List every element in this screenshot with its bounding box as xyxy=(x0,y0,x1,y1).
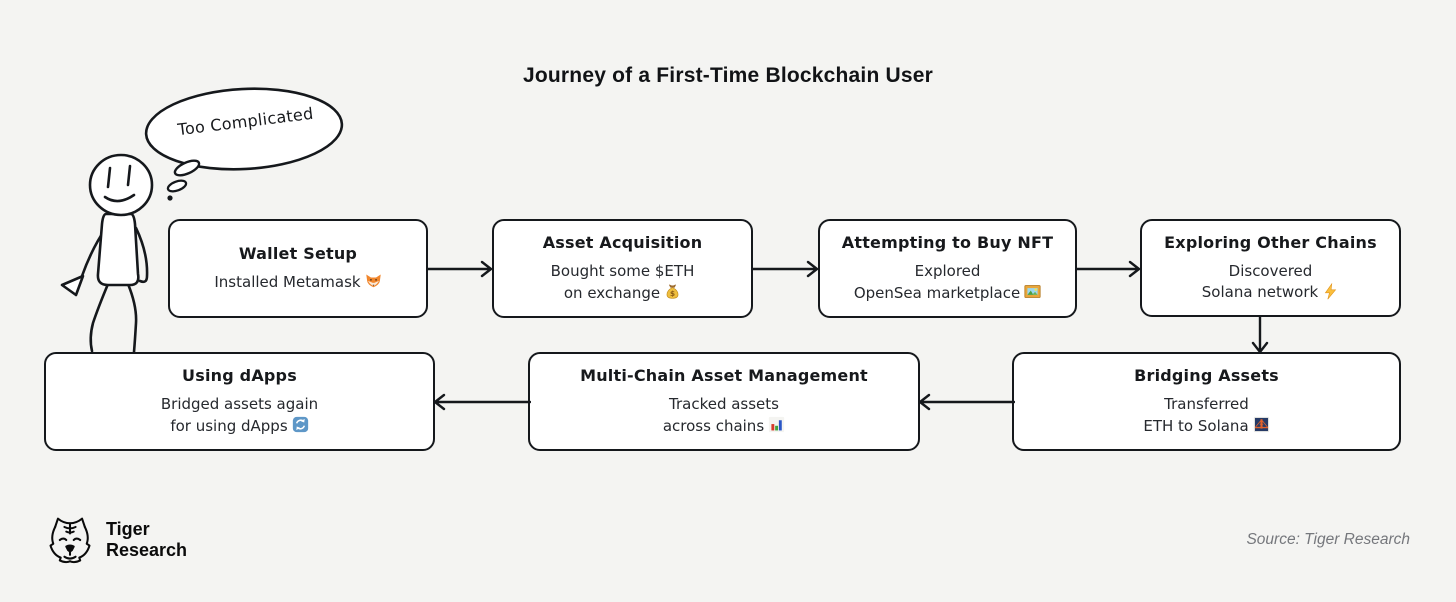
arrow-bridging-to-multichain xyxy=(918,393,1015,411)
flow-box-title: Asset Acquisition xyxy=(542,233,703,252)
flow-box-title: Wallet Setup xyxy=(238,243,358,263)
flow-box-body: Transferred ETH to Solana xyxy=(1143,394,1269,437)
tiger-research-logo: Tiger Research xyxy=(44,514,187,566)
money-bag-icon: $ xyxy=(664,283,681,300)
flow-box-exploring-other-chains: Exploring Other Chains Discovered Solana… xyxy=(1140,219,1401,317)
thought-bubble xyxy=(144,87,344,201)
flow-box-body: Bridged assets again for using dApps xyxy=(160,395,319,435)
counterclockwise-arrows-icon xyxy=(292,416,309,433)
flow-box-title: Bridging Assets xyxy=(1134,366,1279,385)
flow-box-asset-acquisition: Asset Acquisition Bought some $ETH on ex… xyxy=(492,219,753,318)
logo-line1: Tiger xyxy=(106,519,150,539)
logo-line2: Research xyxy=(106,540,188,560)
arrow-wallet-to-asset xyxy=(428,260,493,278)
flow-box-bridging-assets: Bridging Assets Transferred ETH to Solan… xyxy=(1012,352,1401,451)
arrow-nft-to-chains xyxy=(1077,260,1141,278)
source-note: Source: Tiger Research xyxy=(1246,531,1410,548)
flow-box-body: Bought some $ETH on exchange$ xyxy=(550,262,695,302)
flow-box-multi-chain-asset-management: Multi-Chain Asset Management Tracked ass… xyxy=(528,352,920,451)
flow-box-title: Exploring Other Chains xyxy=(1164,232,1377,252)
bar-chart-icon xyxy=(768,416,785,433)
framed-picture-icon xyxy=(1024,283,1041,300)
page-title: Journey of a First-Time Blockchain User xyxy=(522,64,934,87)
flow-box-title: Multi-Chain Asset Management xyxy=(580,366,868,385)
arrow-multichain-to-dapps xyxy=(433,393,531,411)
flow-box-body: Installed Metamask xyxy=(214,272,381,294)
arrow-asset-to-nft xyxy=(753,260,819,278)
stick-figure xyxy=(60,153,154,354)
flow-box-body: Discovered Solana network xyxy=(1202,261,1339,304)
lightning-icon xyxy=(1322,282,1339,300)
fox-icon xyxy=(365,272,382,289)
flow-box-using-dapps: Using dApps Bridged assets again for usi… xyxy=(44,352,435,451)
flow-box-title: Attempting to Buy NFT xyxy=(841,233,1054,252)
flow-box-wallet-setup: Wallet Setup Installed Metamask xyxy=(168,219,428,318)
arrow-chains-down-to-bridging xyxy=(1251,317,1269,354)
tiger-logo-icon xyxy=(49,517,91,564)
flow-box-title: Using dApps xyxy=(182,366,297,385)
flow-box-body: Tracked assets across chains xyxy=(663,394,785,437)
svg-text:$: $ xyxy=(670,289,675,298)
flow-box-attempting-to-buy-nft: Attempting to Buy NFT Explored OpenSea m… xyxy=(818,219,1077,318)
bridge-at-night-icon xyxy=(1253,416,1270,433)
flow-box-body: Explored OpenSea marketplace xyxy=(854,261,1041,304)
logo-text: Tiger Research xyxy=(106,519,187,561)
